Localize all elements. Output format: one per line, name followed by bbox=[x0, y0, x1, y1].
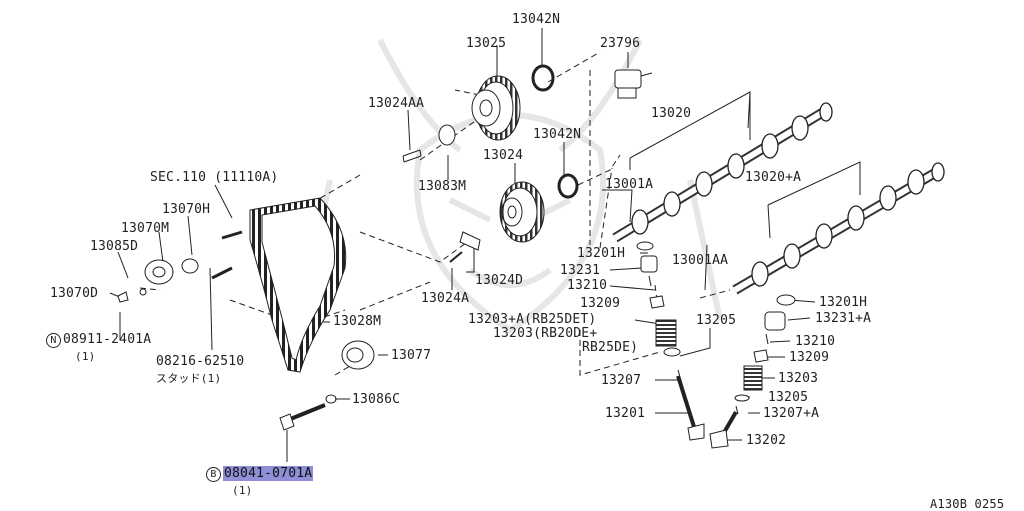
label-13070H: 13070H bbox=[162, 202, 211, 217]
cam-sprocket-lower bbox=[499, 181, 545, 243]
label-13209-a: 13209 bbox=[580, 296, 621, 311]
label-13202: 13202 bbox=[746, 433, 787, 448]
label-13024D: 13024D bbox=[475, 273, 524, 288]
label-13201H-a: 13201H bbox=[577, 246, 626, 261]
diagram-reference-code: A130B 0255 bbox=[930, 497, 1005, 511]
label-08041-number-highlighted[interactable]: 08041-0701A bbox=[223, 466, 314, 481]
valve-train-right bbox=[709, 294, 796, 449]
label-13201: 13201 bbox=[605, 406, 646, 421]
label-13042N-mid: 13042N bbox=[533, 127, 582, 142]
label-08911-number: 08911-2401A bbox=[63, 332, 152, 347]
label-13025: 13025 bbox=[466, 36, 507, 51]
bolt-13024AA bbox=[402, 149, 422, 163]
label-08041-qty: (1) bbox=[232, 484, 253, 497]
bolt-13024A bbox=[449, 251, 463, 263]
label-13205-b: 13205 bbox=[768, 390, 809, 405]
bolt-08041 bbox=[279, 403, 326, 431]
label-13020: 13020 bbox=[651, 106, 692, 121]
idler-pulley-13077 bbox=[341, 340, 375, 370]
label-13001AA: 13001AA bbox=[672, 253, 729, 268]
tensioner-pulley bbox=[117, 230, 243, 303]
label-13203A: 13203+A(RB25DET) bbox=[468, 312, 597, 327]
label-13207-a: 13207 bbox=[601, 373, 642, 388]
label-13231A: 13231+A bbox=[815, 311, 872, 326]
label-13028M: 13028M bbox=[333, 314, 382, 329]
label-13042N-upper: 13042N bbox=[512, 12, 561, 27]
label-13207A: 13207+A bbox=[763, 406, 820, 421]
label-13070D: 13070D bbox=[50, 286, 99, 301]
label-13205-a: 13205 bbox=[696, 313, 737, 328]
label-13001A: 13001A bbox=[605, 177, 654, 192]
label-13024A: 13024A bbox=[421, 291, 470, 306]
label-13085D: 13085D bbox=[90, 239, 139, 254]
camshaft-13020 bbox=[612, 102, 833, 243]
camshaft-13020A bbox=[732, 162, 945, 295]
label-13203-b: 13203 bbox=[778, 371, 819, 386]
label-13201H-b: 13201H bbox=[819, 295, 868, 310]
label-08911-qty: (1) bbox=[75, 350, 96, 363]
label-13086C: 13086C bbox=[352, 392, 401, 407]
label-13231: 13231 bbox=[560, 263, 601, 278]
label-23796: 23796 bbox=[600, 36, 641, 51]
seal-lower bbox=[557, 173, 579, 199]
label-08216-sub: スタッド(1) bbox=[156, 372, 222, 385]
label-13070M: 13070M bbox=[121, 221, 170, 236]
label-13210-a: 13210 bbox=[567, 278, 608, 293]
cam-sprocket-upper bbox=[471, 75, 521, 141]
timing-belt bbox=[249, 197, 347, 373]
label-13209-b: 13209 bbox=[789, 350, 830, 365]
washer-13086C bbox=[325, 394, 337, 404]
label-08216: 08216-62510 bbox=[156, 354, 245, 369]
label-13024AA: 13024AA bbox=[368, 96, 425, 111]
label-13083M: 13083M bbox=[418, 179, 467, 194]
label-13203: 13203(RB20DE+ bbox=[493, 326, 598, 341]
label-13203-cont: RB25DE) bbox=[582, 340, 639, 355]
cam-sensor-23796 bbox=[614, 69, 653, 99]
spacer-13083M bbox=[438, 124, 456, 146]
label-13210-b: 13210 bbox=[795, 334, 836, 349]
marker-n: N bbox=[46, 333, 61, 348]
label-13024: 13024 bbox=[483, 148, 524, 163]
leader-lines bbox=[109, 28, 861, 462]
valve-train-left bbox=[636, 241, 705, 441]
marker-b: B bbox=[206, 467, 221, 482]
label-13020A: 13020+A bbox=[745, 170, 802, 185]
label-sec-110: SEC.110 (11110A) bbox=[150, 170, 279, 185]
plate-13024D bbox=[459, 231, 481, 251]
seal-upper bbox=[531, 64, 555, 92]
label-13077: 13077 bbox=[391, 348, 432, 363]
